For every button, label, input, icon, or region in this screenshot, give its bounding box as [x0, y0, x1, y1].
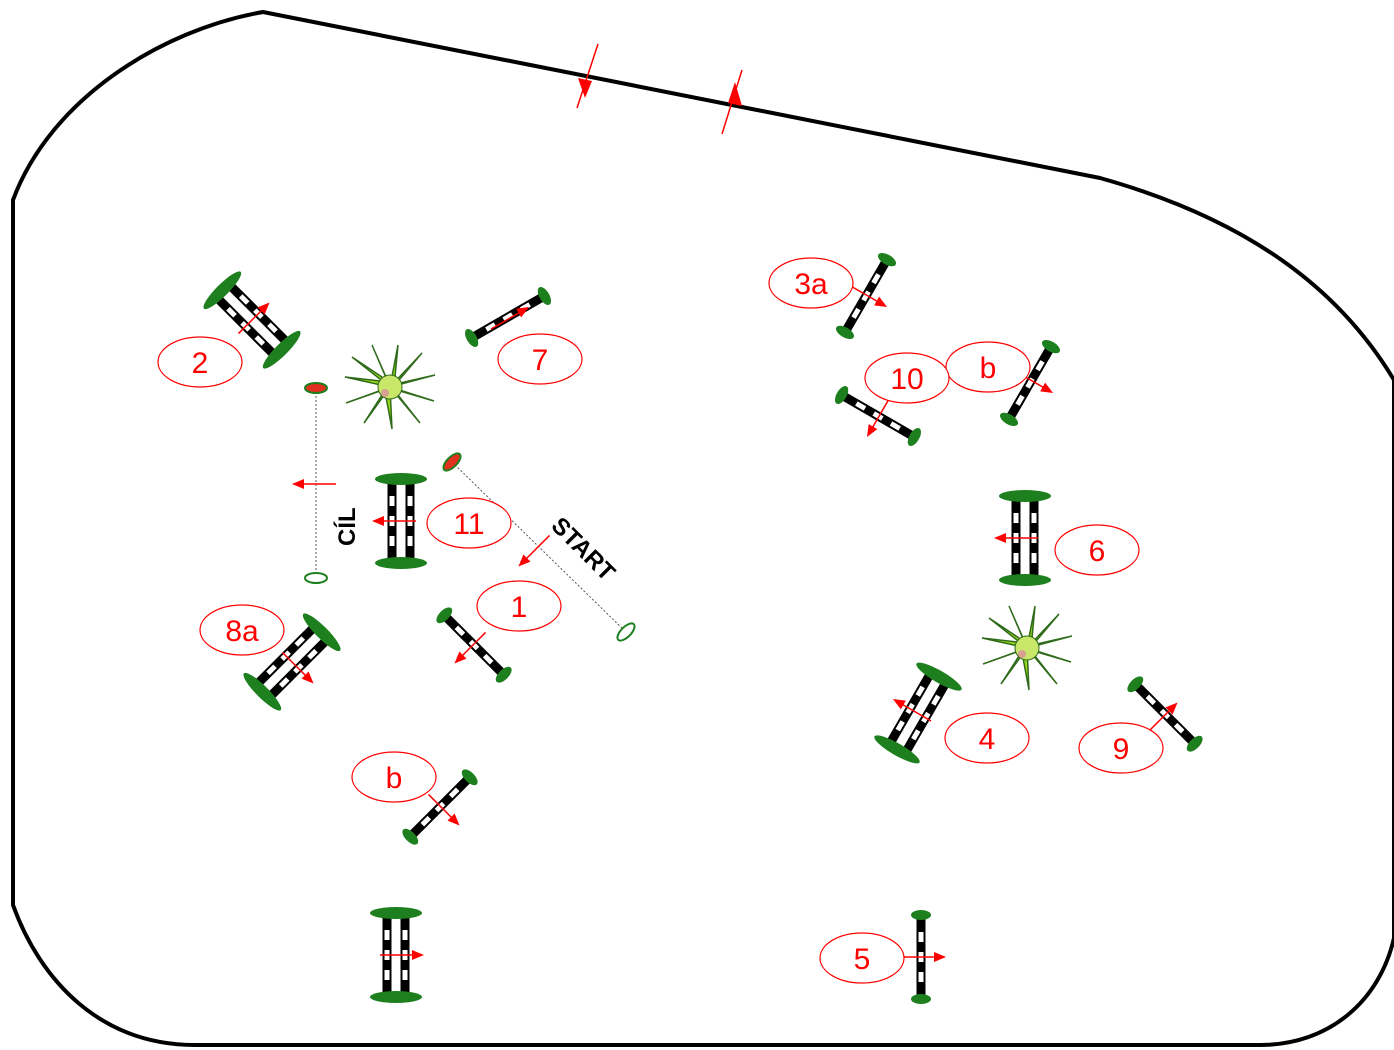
label-8b: b	[386, 762, 403, 795]
obstacle-8b-arrow	[424, 790, 464, 830]
label-3a-oval	[768, 257, 854, 309]
label-1: 1	[511, 591, 528, 624]
label-8a: 8a	[225, 615, 259, 648]
arena-outline	[11, 9, 1394, 1047]
label-10-oval	[864, 352, 950, 404]
label-9: 9	[1113, 733, 1130, 766]
label-4: 4	[979, 723, 996, 756]
label-7-oval	[497, 333, 583, 385]
label-11: 11	[453, 508, 484, 541]
label-6-oval	[1054, 524, 1140, 576]
exit-arrow-icon	[721, 69, 743, 135]
label-8a-oval	[199, 604, 285, 656]
label-2-oval	[157, 336, 243, 388]
label-4-oval	[944, 712, 1030, 764]
label-3a: 3a	[794, 268, 828, 301]
finish-label: CÍL	[333, 507, 361, 546]
finish-line: CÍL	[291, 382, 361, 584]
label-9-oval	[1078, 722, 1164, 774]
label-11-oval	[426, 497, 512, 549]
start-label: START	[546, 512, 621, 587]
plant-right-icon	[981, 605, 1073, 691]
obstacle-1-arrow	[450, 628, 490, 668]
entry-arrow-icon	[576, 43, 599, 109]
label-7: 7	[532, 344, 549, 377]
label-1-oval	[476, 580, 562, 632]
label-6: 6	[1089, 535, 1106, 568]
plant-left-icon	[344, 344, 436, 430]
label-10: 10	[890, 363, 923, 396]
label-2: 2	[192, 347, 209, 380]
label-8b-oval	[351, 751, 437, 803]
label-5: 5	[854, 943, 871, 976]
label-5-oval	[819, 932, 905, 984]
label-3b: b	[980, 352, 997, 385]
label-3b-oval	[945, 341, 1031, 393]
